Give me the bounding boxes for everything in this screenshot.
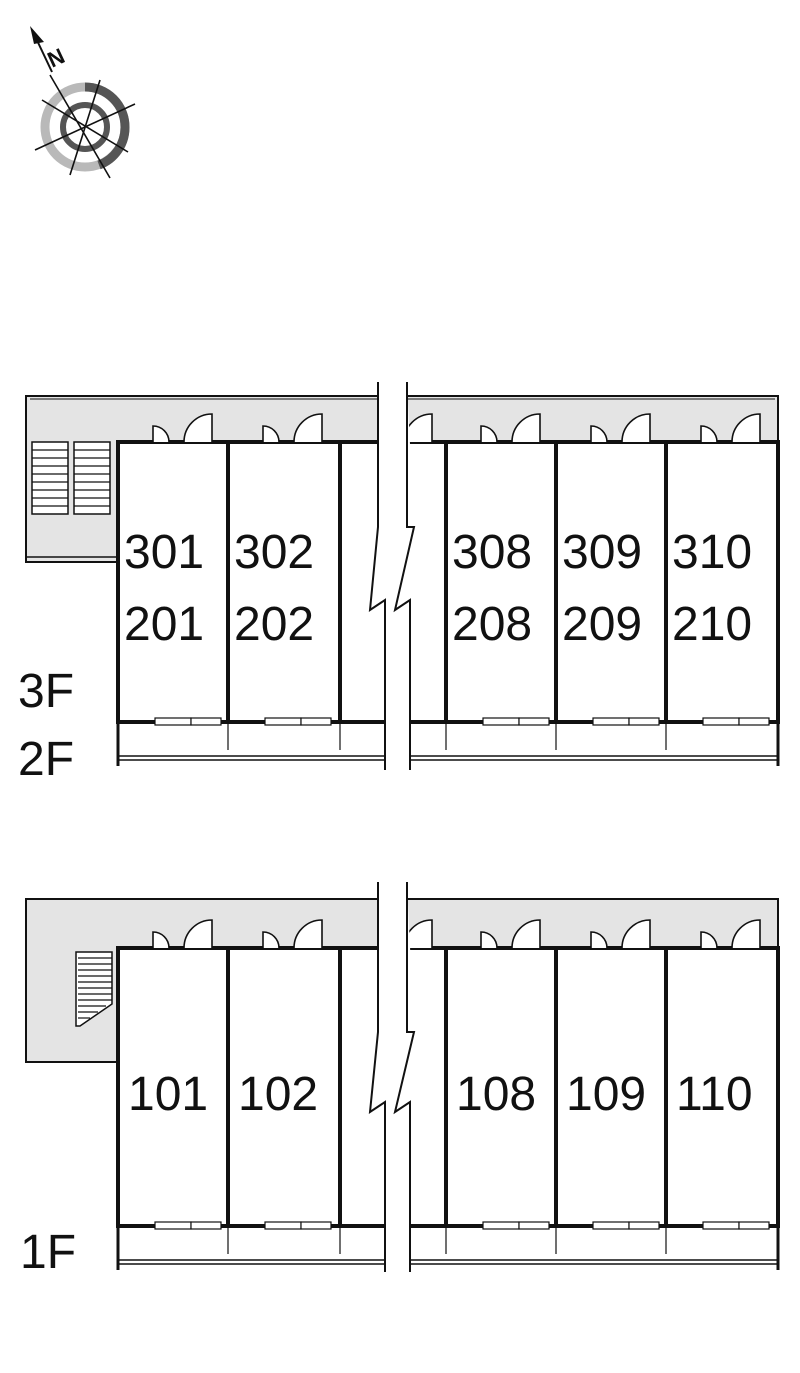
unit-label: 202 — [234, 598, 314, 651]
door-icons — [152, 919, 761, 949]
unit-label: 310 — [672, 526, 752, 579]
unit-label: 308 — [452, 526, 532, 579]
staircase-icon — [75, 951, 113, 1027]
unit-label: 101 — [128, 1068, 208, 1121]
unit-label: 109 — [566, 1068, 646, 1121]
unit-label: 201 — [124, 598, 204, 651]
floor-label: 3F — [18, 665, 74, 718]
door-icons — [152, 413, 761, 443]
upper-block: 301 302 308 309 310 201 202 208 209 210 … — [18, 382, 780, 786]
north-label: N — [44, 43, 69, 72]
unit-label: 209 — [562, 598, 642, 651]
unit-label: 301 — [124, 526, 204, 579]
unit-label: 110 — [676, 1068, 753, 1121]
floor-label: 1F — [20, 1226, 76, 1279]
unit-label: 102 — [238, 1068, 318, 1121]
floor-label: 2F — [18, 733, 74, 786]
unit-label: 309 — [562, 526, 642, 579]
unit-label: 302 — [234, 526, 314, 579]
unit-label: 108 — [456, 1068, 536, 1121]
lower-block: 101 102 108 109 110 1F — [20, 882, 780, 1279]
staircase-icon — [31, 441, 111, 515]
unit-label: 208 — [452, 598, 532, 651]
unit-label: 210 — [672, 598, 752, 651]
north-compass-icon: N — [30, 26, 136, 179]
